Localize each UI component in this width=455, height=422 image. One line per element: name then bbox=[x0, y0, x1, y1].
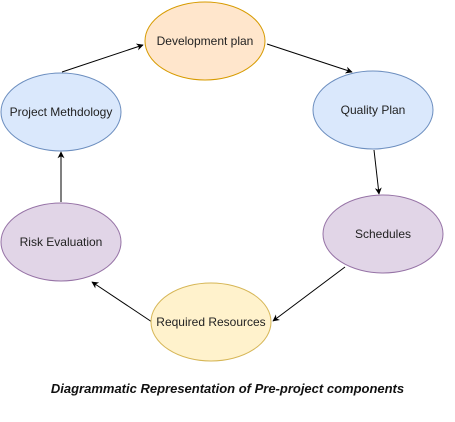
node-label-method: Project Methdology bbox=[10, 105, 113, 119]
node-dev: Development plan bbox=[144, 1, 266, 81]
node-shape-dev bbox=[144, 1, 266, 81]
node-method: Project Methdology bbox=[0, 72, 122, 152]
node-shape-quality bbox=[312, 70, 434, 150]
node-label-risk: Risk Evaluation bbox=[20, 235, 103, 249]
arrow-schedules-to-resources bbox=[373, 149, 382, 195]
node-shape-method bbox=[0, 72, 122, 152]
node-shape-risk bbox=[0, 202, 122, 282]
diagram-caption: Diagrammatic Representation of Pre-proje… bbox=[50, 381, 405, 396]
node-schedules: Schedules bbox=[322, 194, 444, 274]
node-shape-resources bbox=[150, 282, 272, 362]
node-quality: Quality Plan bbox=[312, 70, 434, 150]
arrow-dev-to-quality bbox=[61, 43, 144, 73]
node-risk: Risk Evaluation bbox=[0, 202, 122, 282]
node-label-resources: Required Resources bbox=[156, 315, 265, 329]
node-label-dev: Development plan bbox=[157, 34, 254, 48]
edges-layer bbox=[57, 43, 382, 323]
node-label-quality: Quality Plan bbox=[341, 103, 406, 117]
arrow-resources-to-risk bbox=[272, 266, 346, 322]
node-label-schedules: Schedules bbox=[355, 227, 411, 241]
node-resources: Required Resources bbox=[150, 282, 272, 362]
node-shape-schedules bbox=[322, 194, 444, 274]
arrow-quality-to-schedules bbox=[266, 43, 353, 74]
arrow-risk-to-method bbox=[91, 281, 153, 323]
